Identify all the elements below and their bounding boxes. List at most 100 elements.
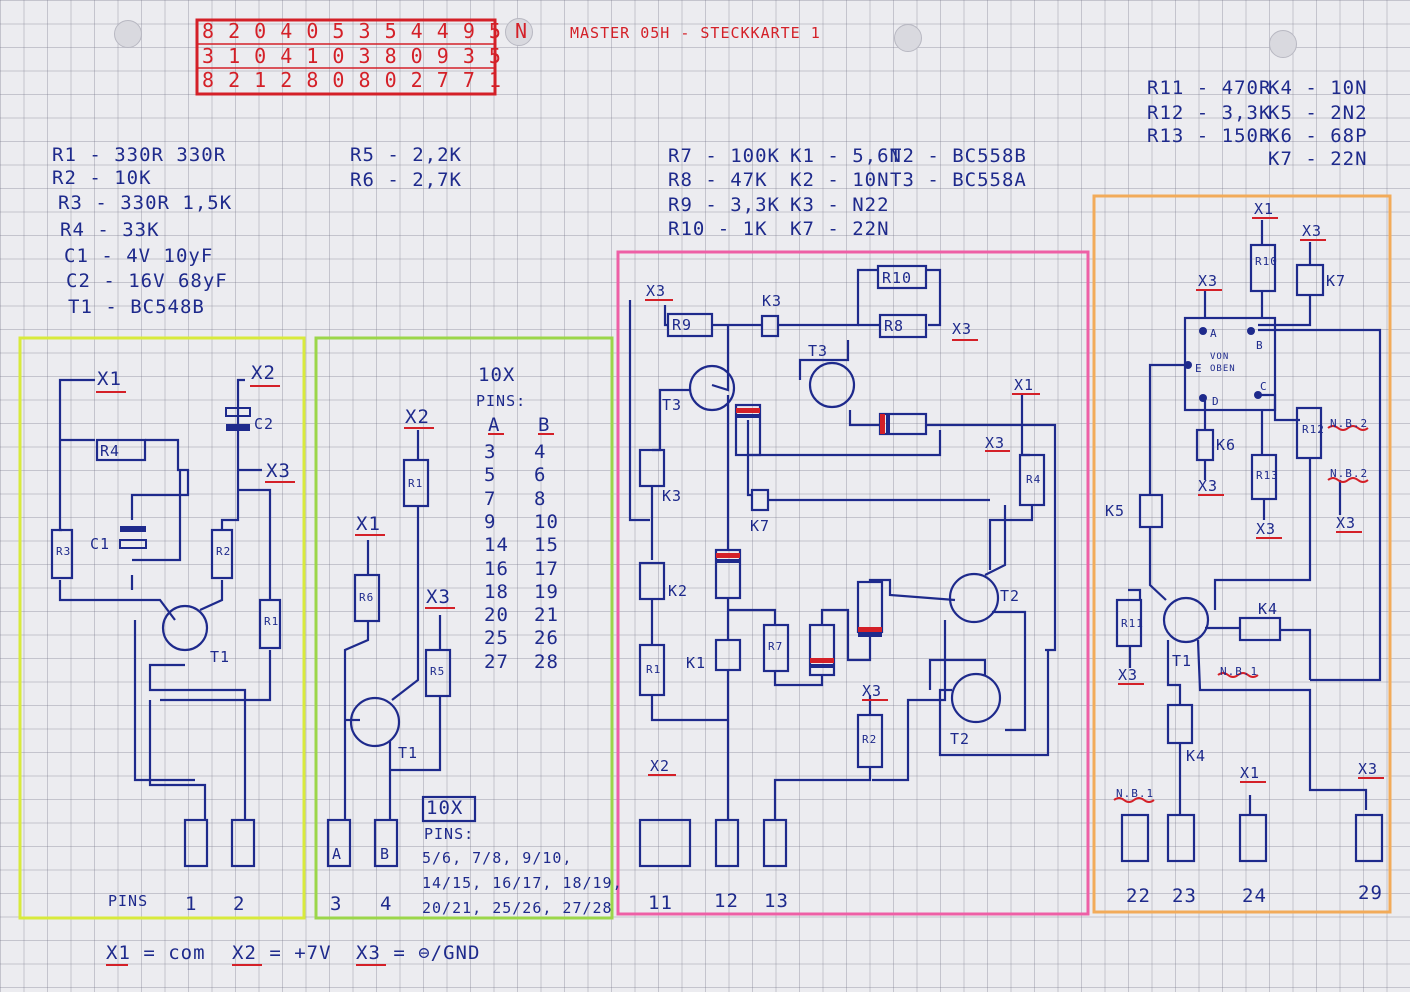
component-label: K6: [1216, 436, 1237, 454]
component-label: R4: [1026, 473, 1042, 486]
part-list-5-item: T3 - BC558A: [890, 169, 1027, 191]
component-label: R2: [862, 733, 878, 746]
pin-number: 29: [1358, 882, 1383, 904]
part-list-3-item: R7 - 100K: [668, 145, 780, 167]
net-label: X3: [646, 282, 667, 300]
chip-text: OBEN: [1210, 364, 1236, 374]
component-label: C1: [90, 535, 111, 553]
component-label: T1: [398, 744, 419, 762]
net-label: X1: [1254, 200, 1275, 218]
component-label: R1: [408, 477, 424, 490]
part-list-6-item: R13 - 150R: [1147, 125, 1272, 147]
pin-number: 4: [380, 893, 393, 915]
note-subtitle: PINS:: [424, 825, 475, 843]
pin-table-subtitle: PINS:: [476, 392, 527, 410]
component-label: K1: [686, 654, 707, 672]
pin-table-cell: 27: [484, 650, 509, 673]
pin-number: 3: [330, 893, 343, 915]
pin-table-cell: 20: [484, 604, 509, 627]
code-row-1: 8 2 0 4 0 5 3 5 4 4 9 5 N: [202, 19, 529, 43]
pin-table-cell: 6: [534, 464, 547, 487]
component-label: R10: [882, 269, 913, 287]
part-list-4-item: K7 - 22N: [790, 218, 890, 240]
punch-hole: [114, 20, 142, 48]
component-label: T3: [662, 396, 683, 414]
net-label: X3: [1118, 666, 1139, 684]
red-note: N.B.1: [1116, 787, 1155, 800]
component-label: T1: [1172, 652, 1193, 670]
pin-table-cell: 18: [484, 580, 509, 603]
red-note: N.B.2: [1330, 467, 1369, 480]
net-label: X2: [251, 362, 276, 384]
part-list-4-item: K2 - 10N: [790, 169, 890, 191]
panel4-wires: [1115, 220, 1384, 863]
net-label: X3: [1198, 477, 1219, 495]
punch-hole: [1269, 30, 1297, 58]
net-label: X3: [862, 682, 883, 700]
legend-item: X1 = com: [106, 942, 206, 964]
net-label: X3: [1256, 520, 1277, 538]
component-label: R6: [359, 591, 375, 604]
part-list-4-item: K1 - 5,6N: [790, 145, 902, 167]
legend-item: X3 = ⊖/GND: [356, 942, 481, 964]
net-label: X3: [1302, 222, 1323, 240]
panel3-wires: [628, 264, 1057, 868]
part-list-7-item: K6 - 68P: [1268, 125, 1368, 147]
component-label: R12: [1302, 423, 1325, 436]
panel4-outline: [1092, 194, 1392, 914]
component-label: R7: [768, 640, 784, 653]
pin-table-cell: 26: [534, 627, 559, 650]
part-list-1-item: T1 - BC548B: [68, 296, 205, 318]
part-list-7-item: K5 - 2N2: [1268, 102, 1368, 124]
component-label: T1: [210, 648, 231, 666]
punch-hole: [505, 18, 533, 46]
net-label: X3: [426, 586, 451, 608]
punch-hole: [894, 24, 922, 52]
net-label: X3: [985, 434, 1006, 452]
pin-table-head: A: [488, 414, 501, 436]
part-list-6-item: R11 - 470R: [1147, 77, 1272, 99]
pin-box-label: B: [380, 845, 391, 863]
part-list-2-item: R6 - 2,7K: [350, 169, 462, 191]
part-list-7-item: K4 - 10N: [1268, 77, 1368, 99]
part-list-3-item: R10 - 1K: [668, 218, 768, 240]
part-list-7-item: K7 - 22N: [1268, 148, 1368, 170]
part-list-1-item: R1 - 330R 330R: [52, 144, 227, 166]
part-list-1-item: R4 - 33K: [60, 219, 160, 241]
component-label: R9: [672, 316, 693, 334]
net-label: X3: [266, 460, 291, 482]
pin-table-cell: 25: [484, 627, 509, 650]
component-label: K4: [1186, 747, 1207, 765]
pin-table-cell: 4: [534, 441, 547, 463]
net-label: X2: [650, 757, 671, 775]
component-label: K2: [668, 582, 689, 600]
pin-table-cell: 10: [534, 510, 559, 533]
chip-pin-label: D: [1212, 395, 1220, 408]
net-label: X1: [1014, 376, 1035, 394]
net-label: X2: [405, 406, 430, 428]
legend-item: X2 = +7V: [232, 942, 332, 964]
net-label: X1: [356, 513, 381, 535]
part-list-4-item: K3 - N22: [790, 194, 890, 216]
pin-box-label: A: [332, 845, 343, 863]
panel2-wires: [326, 430, 477, 868]
net-label: X3: [1198, 272, 1219, 290]
red-note: N.B.2: [1330, 417, 1369, 430]
pin-number: 12: [714, 890, 739, 912]
component-label: R4: [100, 442, 121, 460]
component-label: R8: [884, 317, 905, 335]
page-title: MASTER 05H - STECKKARTE 1: [570, 24, 821, 42]
pin-table-cell: 7: [484, 487, 497, 510]
chip-pin-label: C: [1260, 380, 1268, 393]
pin-table-cell: 9: [484, 510, 497, 533]
component-label: K4: [1258, 600, 1279, 618]
component-label: R13: [1256, 469, 1279, 482]
component-label: R10: [1255, 255, 1278, 268]
part-list-6-item: R12 - 3,3K: [1147, 102, 1272, 124]
part-list-1-item: C2 - 16V 68yF: [66, 270, 228, 292]
pin-table-cell: 14: [484, 534, 509, 557]
note-line: 14/15, 16/17, 18/19,: [422, 874, 623, 892]
component-label: T3: [808, 342, 829, 360]
pin-number: 1: [185, 893, 198, 915]
note-title: 10X: [426, 797, 464, 819]
